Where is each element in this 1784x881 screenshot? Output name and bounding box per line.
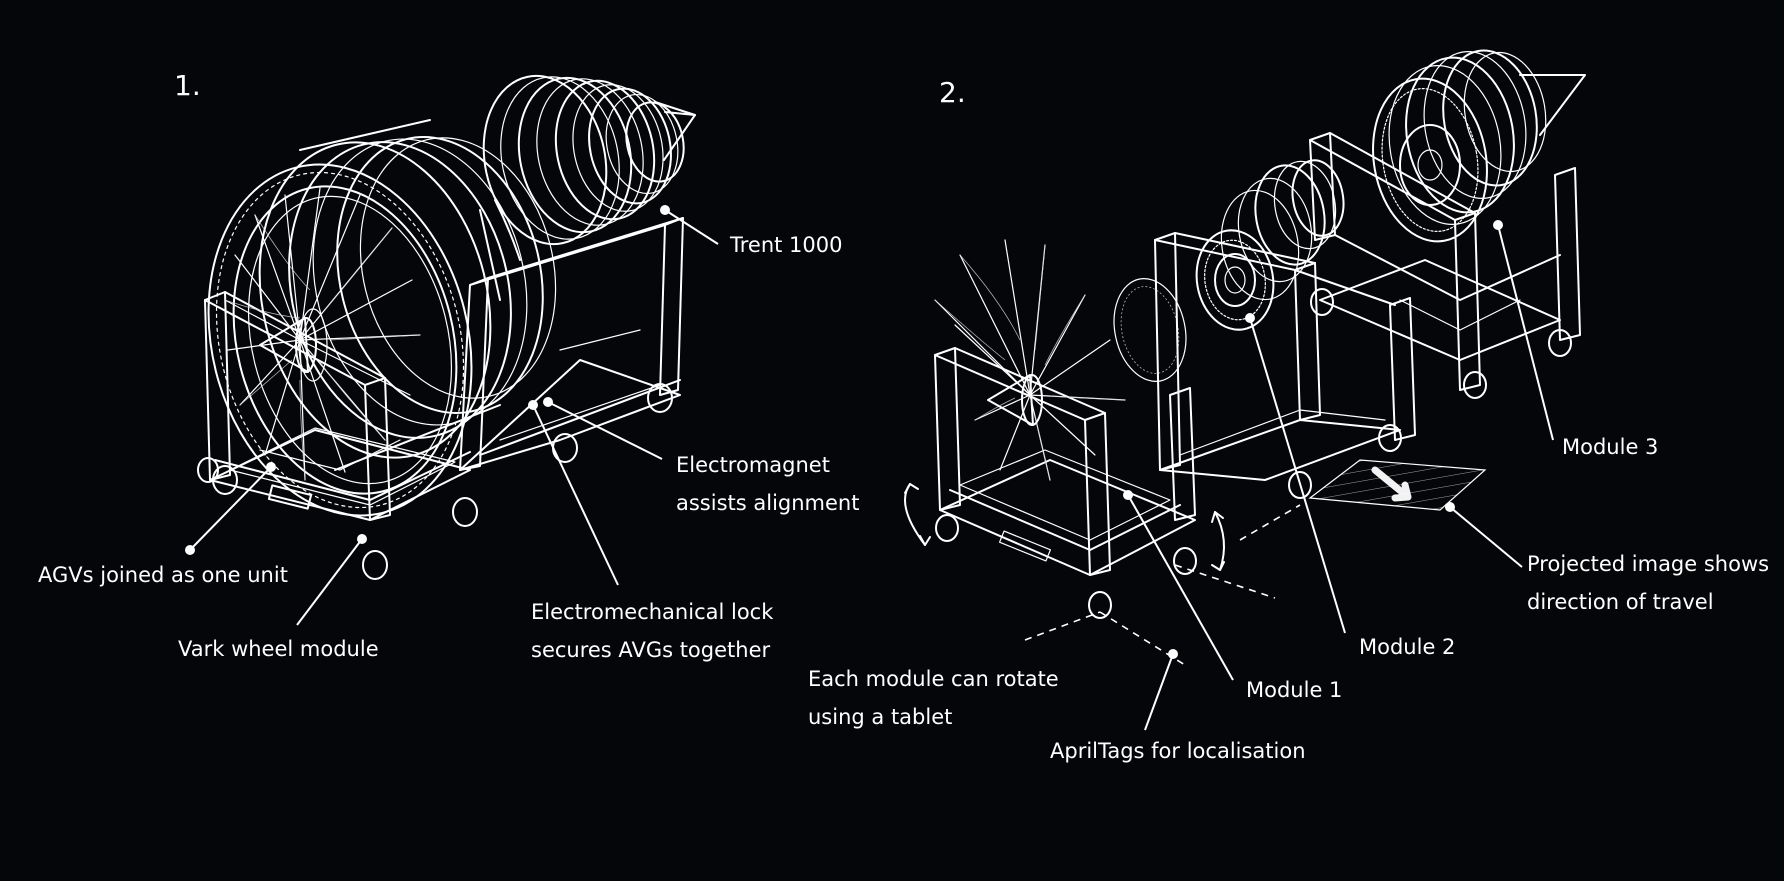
module-2-frame — [1154, 232, 1416, 499]
label-agvs-joined: AGVs joined as one unit — [38, 563, 288, 587]
label-module-1: Module 1 — [1246, 678, 1343, 702]
module-1-frame — [934, 347, 1197, 619]
scene-1-joined-engine — [185, 74, 719, 626]
projected-direction-image — [1308, 459, 1487, 511]
agv-frame-right — [459, 217, 684, 471]
label-electromagnet: Electromagnet assists alignment — [676, 446, 859, 522]
label-apriltags: AprilTags for localisation — [1050, 739, 1306, 763]
step-number-2: 2. — [939, 76, 966, 109]
engine-casing — [258, 119, 557, 471]
label-projected-line2: direction of travel — [1527, 590, 1714, 614]
engine-core-rear — [479, 74, 696, 301]
label-electromechanical-lock: Electromechanical lock secures AVGs toge… — [531, 593, 773, 669]
label-projected-image: Projected image shows direction of trave… — [1527, 545, 1769, 621]
label-projected-line1: Projected image shows — [1527, 552, 1770, 576]
rotation-arrows — [904, 483, 1225, 571]
leaders-scene-2 — [1123, 220, 1554, 731]
dashed-axes — [1024, 504, 1301, 666]
wheels-scene-1 — [197, 383, 673, 580]
label-module-2: Module 2 — [1359, 635, 1456, 659]
label-electromagnet-line2: assists alignment — [676, 491, 860, 515]
module-3-frame — [1309, 132, 1581, 399]
label-rotate-line1: Each module can rotate — [808, 667, 1059, 691]
step-number-1: 1. — [174, 69, 201, 102]
scene-2-separated-modules — [904, 49, 1586, 731]
label-electromagnet-line1: Electromagnet — [676, 453, 830, 477]
leaders-scene-1 — [185, 205, 719, 626]
label-lock-line2: secures AVGs together — [531, 638, 771, 662]
module-1-fan — [934, 239, 1187, 481]
module-2-core — [1195, 159, 1345, 331]
label-vark-wheel: Vark wheel module — [178, 637, 379, 661]
label-trent-1000: Trent 1000 — [730, 233, 843, 257]
label-module-3: Module 3 — [1562, 435, 1659, 459]
label-lock-line1: Electromechanical lock — [531, 600, 774, 624]
module-3-turbine — [1372, 49, 1586, 243]
label-rotate-module: Each module can rotate using a tablet — [808, 660, 1059, 736]
label-rotate-line2: using a tablet — [808, 705, 953, 729]
